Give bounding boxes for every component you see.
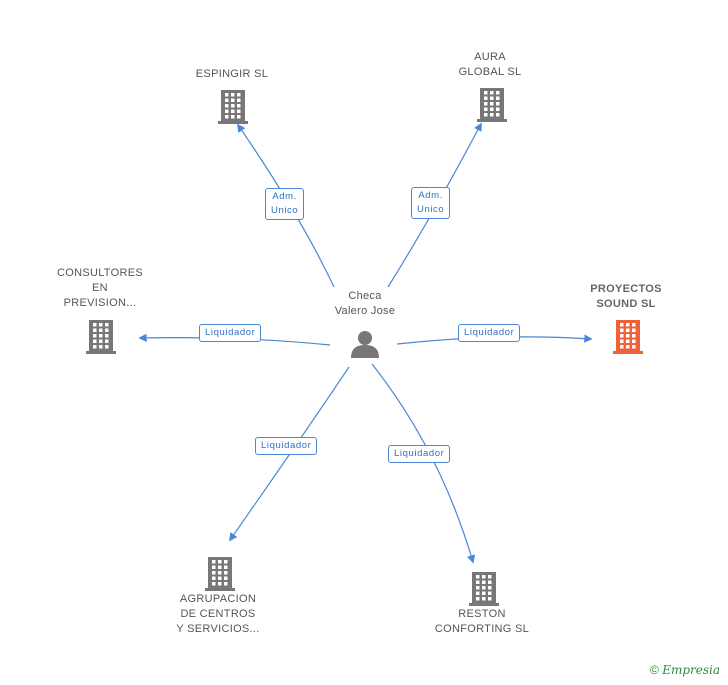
edge-label-agrupacion[interactable]: Liquidador: [255, 437, 318, 455]
building-icon[interactable]: [468, 570, 500, 611]
node-label-line: PROYECTOS: [590, 283, 662, 295]
brand-name: mpresia: [670, 663, 721, 677]
edge-label-line: Liquidador: [261, 440, 312, 451]
brand-initial: E: [662, 663, 671, 677]
node-label-espingir[interactable]: ESPINGIR SL: [180, 67, 284, 82]
center-name-line-2: Valero Jose: [334, 305, 396, 317]
node-label-line: AURA: [474, 51, 506, 63]
node-label-line: AGRUPACION: [179, 593, 257, 605]
node-label-agrupacion[interactable]: AGRUPACION DE CENTROS Y SERVICIOS...: [160, 592, 276, 637]
node-label-reston[interactable]: RESTON CONFORTING SL: [424, 607, 540, 637]
edge-label-espingir[interactable]: Adm. Unico: [265, 188, 305, 220]
building-icon[interactable]: [85, 318, 117, 359]
edge-label-consultores[interactable]: Liquidador: [199, 324, 262, 342]
edge-label-line: Unico: [417, 204, 445, 215]
center-name-line-1: Checa: [348, 290, 382, 302]
edge-label-line: Adm.: [272, 191, 297, 202]
building-icon[interactable]: [204, 555, 236, 596]
edge-label-line: Unico: [271, 205, 299, 216]
edge-label-line: Liquidador: [394, 448, 445, 459]
building-icon[interactable]: [476, 86, 508, 127]
node-label-line: GLOBAL SL: [458, 66, 522, 78]
copyright-symbol: ©: [650, 663, 659, 677]
node-label-line: CONSULTORES: [56, 267, 144, 279]
building-icon[interactable]: [217, 88, 249, 129]
node-label-line: PREVISION...: [63, 297, 137, 309]
edge-label-aura[interactable]: Adm. Unico: [411, 187, 451, 219]
person-icon[interactable]: [349, 330, 381, 363]
node-label-line: RESTON: [458, 608, 506, 620]
edge-label-line: Liquidador: [464, 327, 515, 338]
building-icon[interactable]: [612, 318, 644, 359]
node-label-proyectos[interactable]: PROYECTOS SOUND SL: [576, 282, 676, 312]
edge-label-line: Liquidador: [205, 327, 256, 338]
node-label-line: ESPINGIR SL: [195, 68, 269, 80]
node-label-line: CONFORTING SL: [434, 623, 530, 635]
node-label-aura[interactable]: AURA GLOBAL SL: [440, 50, 540, 80]
edge-line-reston: [371, 363, 476, 564]
node-label-line: SOUND SL: [596, 298, 656, 310]
node-label-line: Y SERVICIOS...: [176, 623, 260, 635]
node-label-line: EN: [92, 282, 108, 294]
edge-label-proyectos[interactable]: Liquidador: [458, 324, 521, 342]
empresia-watermark[interactable]: © Empresia: [650, 663, 720, 677]
node-label-consultores[interactable]: CONSULTORES EN PREVISION...: [48, 266, 152, 311]
node-label-line: DE CENTROS: [180, 608, 256, 620]
edge-label-reston[interactable]: Liquidador: [388, 445, 451, 463]
center-person-name[interactable]: Checa Valero Jose: [322, 289, 408, 319]
edge-label-line: Adm.: [418, 190, 443, 201]
